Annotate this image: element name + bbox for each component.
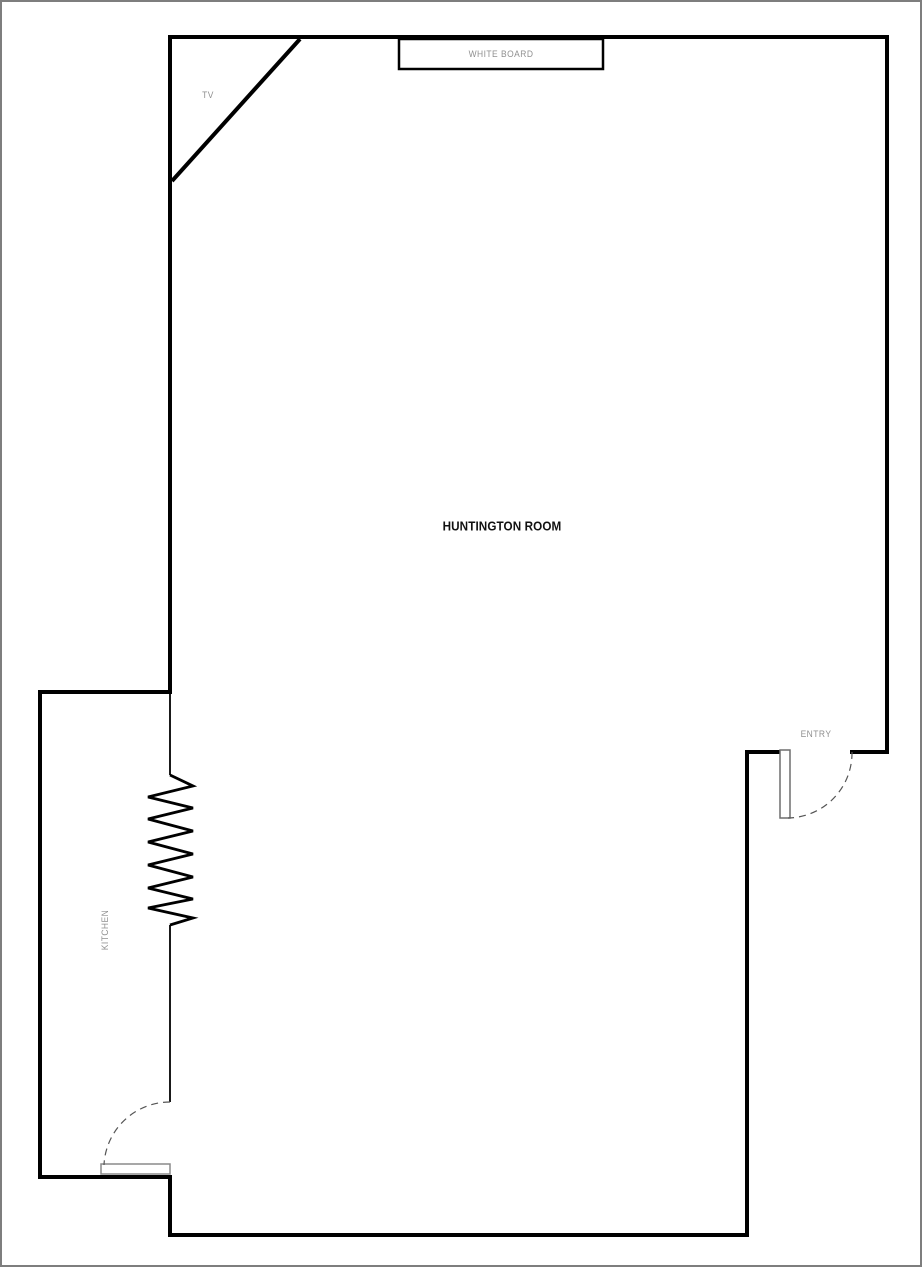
tv-diagonal-wall xyxy=(170,37,302,183)
kitchen-label: KITCHEN xyxy=(100,909,110,951)
kitchen-door-leaf xyxy=(100,1163,171,1175)
outer-walls xyxy=(38,35,889,1237)
room-title-label: HUNTINGTON ROOM xyxy=(442,518,562,534)
whiteboard-label: WHITE BOARD xyxy=(468,49,534,59)
entry-label: ENTRY xyxy=(800,729,832,739)
entry-door-swing-arc xyxy=(787,751,853,819)
entry-door-leaf xyxy=(779,749,791,819)
kitchen-door-swing-arc xyxy=(103,1101,171,1166)
whiteboard xyxy=(397,37,605,71)
kitchen-zigzag-divider xyxy=(147,773,199,927)
tv-label: TV xyxy=(202,90,214,100)
